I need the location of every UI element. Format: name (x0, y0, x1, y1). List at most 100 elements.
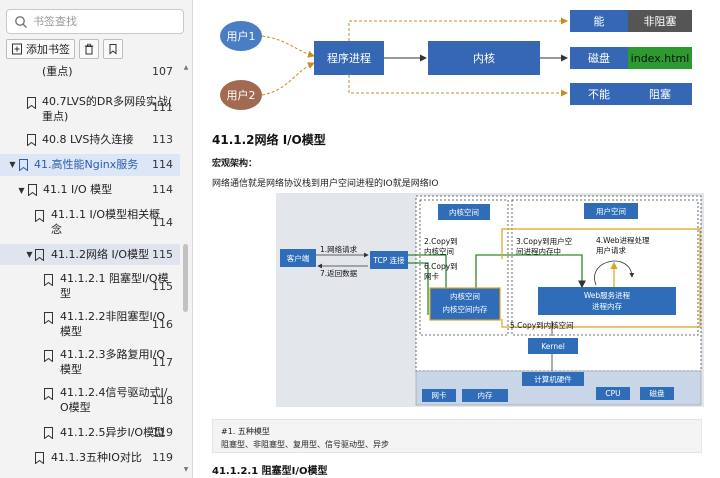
bookmark-page: 119 (152, 451, 173, 464)
add-bookmark-button[interactable]: 添加书签 (6, 39, 75, 59)
bookmark-icon (27, 134, 36, 146)
step1-label: 1.网络请求 (320, 244, 358, 254)
bookmark-item[interactable]: 40.8 LVS持久连接 113 (0, 132, 180, 148)
step6-line2: 网卡 (424, 271, 439, 281)
process-label: 程序进程 (327, 51, 371, 65)
document-page: 用户1 用户2 程序进程 内核 能 非阻塞 磁盘 index.html 不能 阻… (194, 0, 720, 478)
bookmark-item[interactable]: 41.1.3五种IO对比 119 (0, 450, 180, 466)
bookmark-label: 41.1 I/O 模型 (43, 183, 113, 196)
index-html-box (628, 47, 692, 69)
bookmark-sidebar: 添加书签 (重点) 107 40.7LVS的DR多网段实战( 重点) 111 (0, 0, 193, 478)
collapse-arrow-icon[interactable]: ▼ (26, 250, 33, 259)
kernel-label: Kernel (541, 342, 565, 351)
bookmark-icon (44, 350, 53, 362)
bookmark-search-input[interactable] (33, 13, 178, 30)
search-icon (15, 16, 27, 28)
step7-label: 7.返回数据 (320, 268, 358, 278)
bookmark-item-network-io[interactable]: ▼ 41.1.2网络 I/O模型 115 (0, 244, 180, 265)
next-section-title: 41.1.2.1 阻塞型I/O模型 (212, 466, 328, 477)
disk-box (640, 387, 674, 400)
bookmark-label: 41.1.2.2非阻塞型I/O (60, 310, 166, 323)
client-box (280, 249, 316, 267)
bookmark-item[interactable]: 41.1.2.5异步I/O模型 119 (0, 425, 180, 441)
bookmark-item[interactable]: 41.1.1 I/O模型相关概 念 114 (0, 207, 180, 239)
bookmark-item-nginx[interactable]: ▼ 41.高性能Nginx服务 114 (0, 154, 180, 176)
non-blocking-box (628, 10, 692, 32)
bookmark-page: 115 (152, 280, 173, 293)
bookmark-properties-button[interactable] (103, 39, 123, 59)
bookmark-item[interactable]: ▼ 41.1 I/O 模型 114 (0, 182, 180, 198)
network-io-diagram: 客户端 1.网络请求 7.返回数据 TCP 连接 内核空间 用户空间 2.Cop… (276, 193, 704, 407)
bookmark-page: 115 (152, 248, 173, 261)
kernel-box (428, 41, 540, 75)
computer-hardware-box (522, 372, 584, 386)
bookmark-label: 40.8 LVS持久连接 (42, 133, 134, 146)
bookmark-properties-icon (109, 44, 117, 55)
bookmark-item[interactable]: 41.1.2.2非阻塞型I/O 模型 116 (0, 309, 180, 341)
step4-line2: 用户请求 (596, 245, 626, 255)
bookmark-page: 118 (152, 394, 173, 407)
kernel-memory-box (429, 287, 501, 321)
bookmark-item[interactable]: 41.1.2.3多路复用I/O 模型 117 (0, 347, 180, 379)
non-blocking-label: 非阻塞 (644, 14, 677, 28)
disk-label: 磁盘 (650, 388, 665, 398)
step3-line1: 3.Copy到用户空 (516, 236, 572, 246)
sidebar-scrollbar[interactable]: ▲ ▼ (182, 64, 190, 476)
user-space-title: 用户空间 (596, 206, 626, 216)
macro-architecture-label: 宏观架构： (212, 159, 258, 169)
cannot-label: 不能 (588, 87, 610, 101)
user1-ellipse (220, 21, 262, 51)
bookmark-icon (35, 210, 44, 222)
user2-label: 用户2 (227, 88, 256, 102)
computer-hardware-label: 计算机硬件 (534, 374, 572, 384)
web-process-line1: Web服务进程 (584, 290, 631, 300)
web-process-line2: 进程内存 (592, 301, 622, 311)
web-process-box (538, 287, 676, 315)
bookmark-label: 41.1.2.5异步I/O模型 (60, 426, 166, 439)
nic-label: 网卡 (432, 390, 447, 400)
disk-box (570, 47, 628, 69)
kernel-memory-line1: 内核空间 (450, 291, 480, 301)
bookmark-label: 重点) (42, 110, 69, 123)
bookmark-page: 113 (152, 133, 173, 146)
cannot-box (570, 83, 628, 105)
memory-box (462, 389, 508, 402)
kernel-label: 内核 (473, 51, 495, 65)
collapse-arrow-icon[interactable]: ▼ (9, 160, 16, 169)
bookmark-item[interactable]: 41.1.2.1 阻塞型I/O模 型 115 (0, 271, 180, 303)
tcp-label: TCP 连接 (372, 255, 405, 265)
collapse-arrow-icon[interactable]: ▼ (18, 186, 25, 195)
bookmark-page: 116 (152, 318, 173, 331)
bookmark-label: 41.1.2.1 阻塞型I/O模 (60, 272, 169, 285)
add-bookmark-label: 添加书签 (26, 43, 70, 56)
bookmark-label: (重点) (42, 65, 73, 78)
scrollbar-thumb[interactable] (183, 244, 188, 312)
io-concept-diagram: 用户1 用户2 程序进程 内核 能 非阻塞 磁盘 index.html 不能 阻… (220, 10, 692, 110)
bookmark-label: 模型 (60, 325, 82, 338)
bookmark-page: 111 (152, 101, 173, 114)
bookmark-label: 41.1.1 I/O模型相关概 (51, 208, 161, 221)
bookmark-item[interactable]: 40.7LVS的DR多网段实战( 重点) 111 (0, 94, 180, 126)
bookmark-item[interactable]: (重点) 107 (0, 64, 180, 80)
bookmark-label: 41.1.2.4信号驱动式I/ (60, 386, 168, 399)
blocking-box (628, 83, 692, 105)
note-line-2: 阻塞型、非阻塞型、复用型、信号驱动型、异步 (221, 440, 389, 449)
bookmark-item[interactable]: 41.1.2.4信号驱动式I/ O模型 118 (0, 385, 180, 417)
bookmark-page: 114 (152, 183, 173, 196)
bookmark-label: 41.1.2网络 I/O模型 (51, 248, 150, 261)
delete-bookmark-button[interactable] (79, 39, 99, 59)
code-note-block: #1. 五种模型 阻塞型、非阻塞型、复用型、信号驱动型、异步 (212, 419, 702, 453)
scroll-down-icon[interactable]: ▼ (183, 466, 189, 473)
bookmark-page: 114 (152, 216, 173, 229)
memory-label: 内存 (478, 390, 493, 400)
client-label: 客户端 (287, 253, 310, 263)
bookmark-icon (44, 427, 53, 439)
trash-icon (84, 43, 94, 55)
nic-box (422, 389, 456, 402)
scroll-up-icon[interactable]: ▲ (183, 64, 189, 71)
bookmark-icon (44, 388, 53, 400)
cpu-label: CPU (605, 389, 620, 398)
bookmark-icon (35, 249, 44, 261)
bookmark-search-box[interactable] (6, 9, 184, 34)
disk-label: 磁盘 (588, 51, 610, 65)
